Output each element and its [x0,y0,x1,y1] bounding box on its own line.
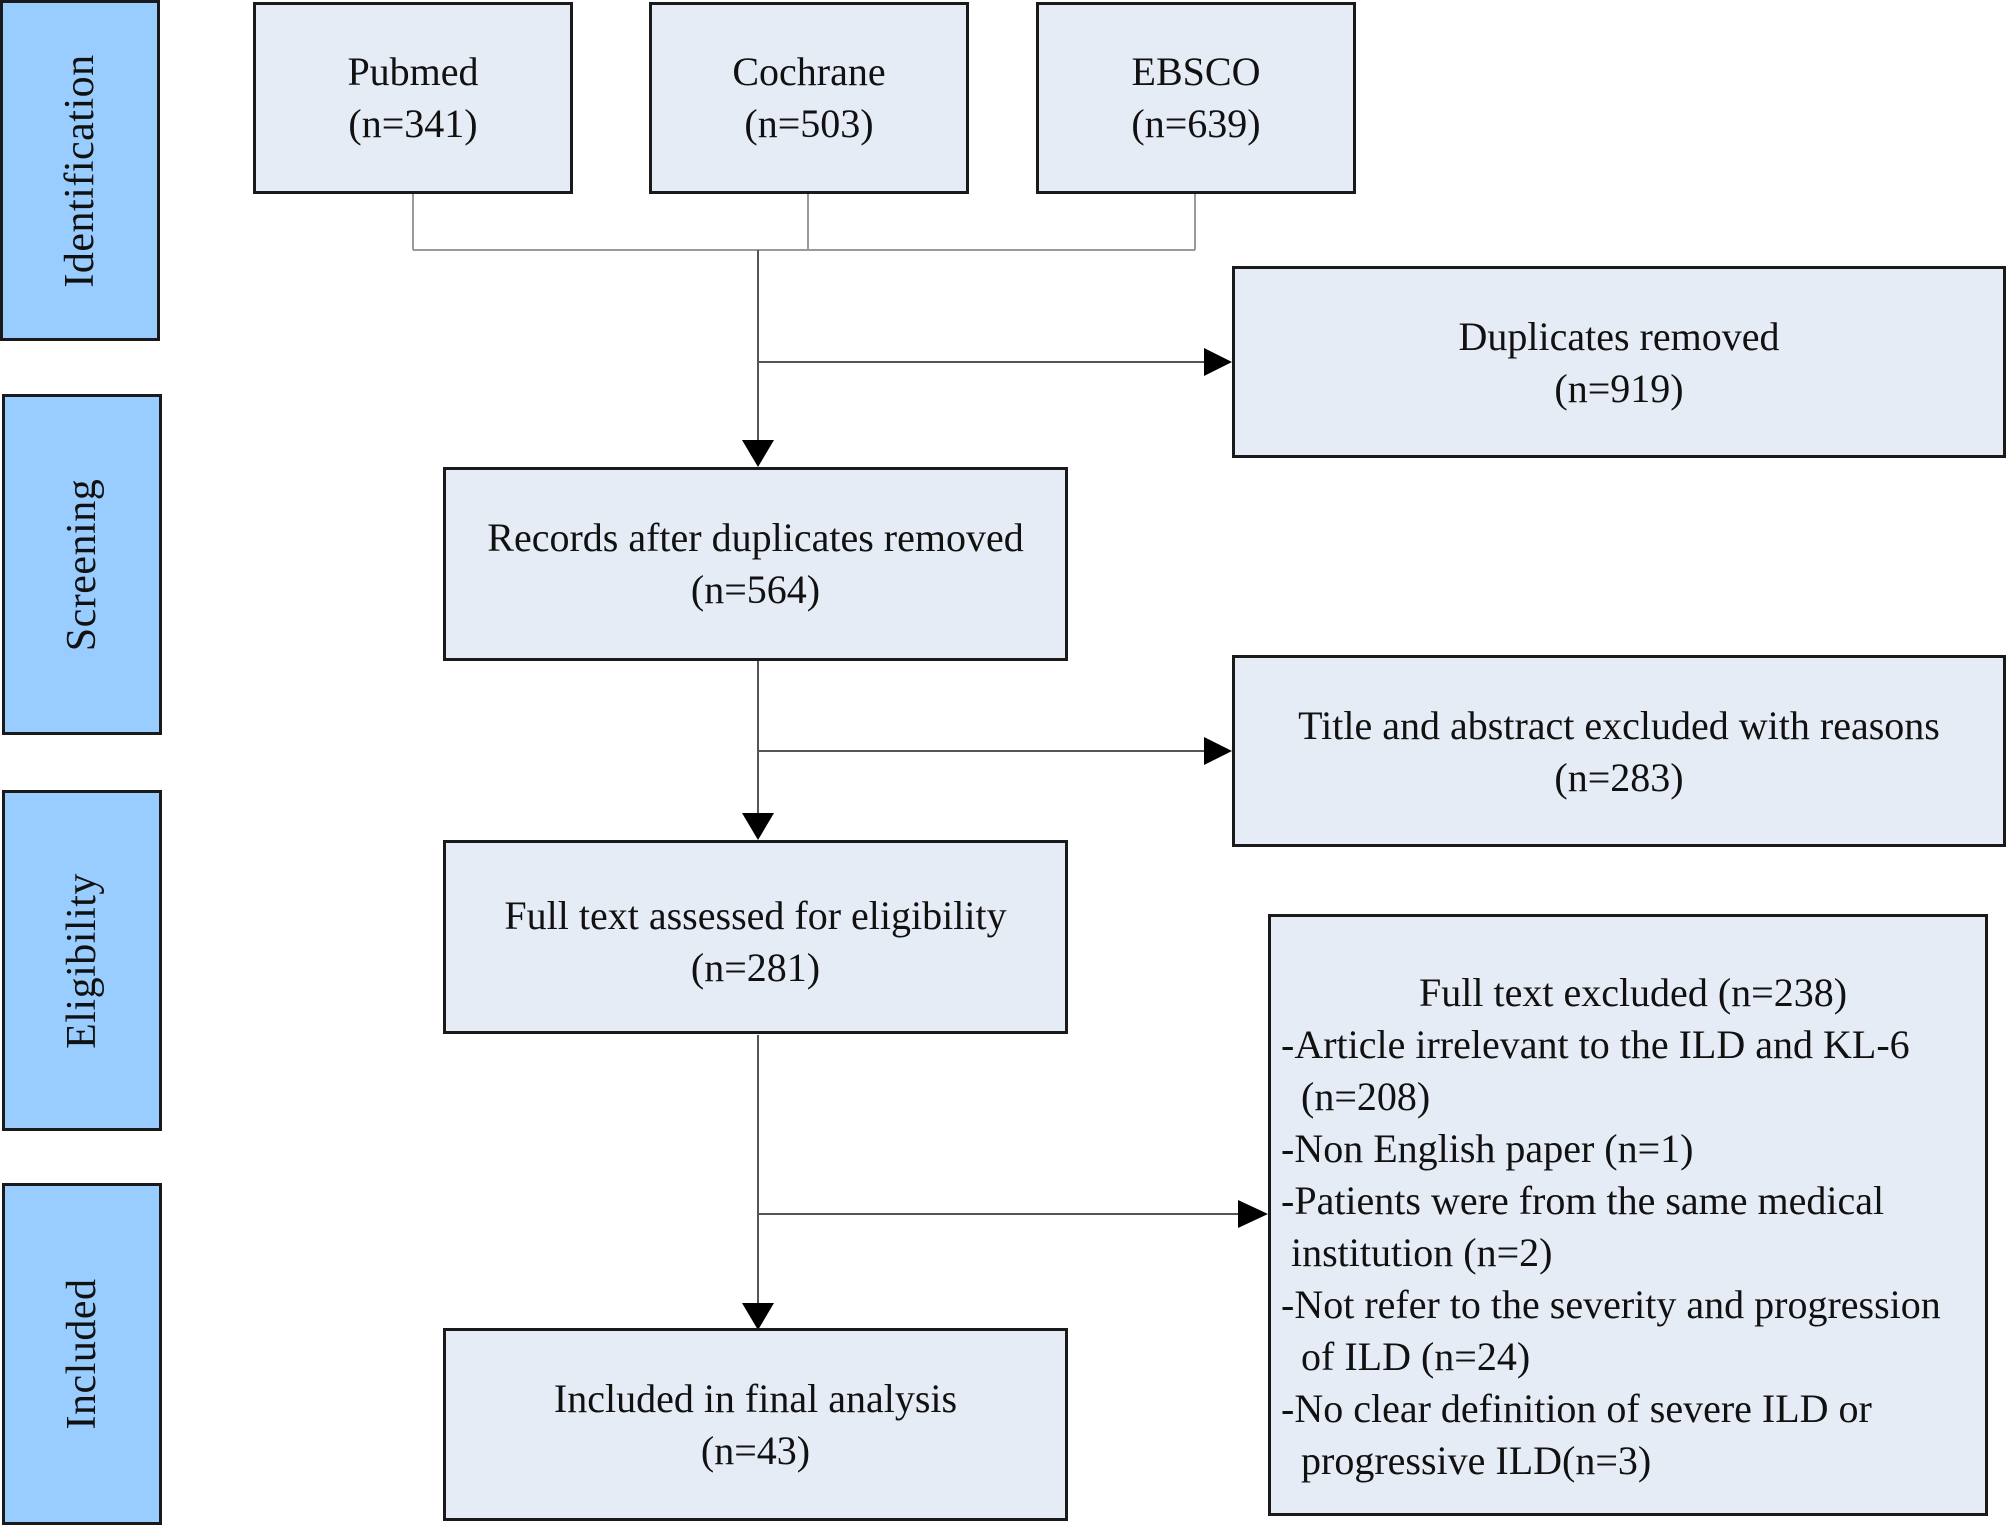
stage-screening: Screening [2,394,162,735]
arrow-to-title-abstract-icon [1204,737,1232,765]
title-abstract-excluded-title: Title and abstract excluded with reasons [1298,703,1940,748]
duplicates-removed-title: Duplicates removed [1458,314,1780,359]
stage-included: Included [2,1183,162,1525]
source-count: (n=639) [1131,101,1261,146]
stage-eligibility: Eligibility [2,790,162,1131]
included-final-title: Included in final analysis [553,1375,958,1421]
exclusion-reason: -No clear definition of severe ILD or [1281,1386,1872,1431]
source-name: Pubmed [347,49,479,94]
source-name: EBSCO [1131,49,1261,94]
exclusion-reason: -Non English paper (n=1) [1281,1126,1694,1171]
records-after-duplicates-count: (n=564) [690,567,821,612]
full-text-excluded-title: Full text excluded (n=238) [1418,970,1848,1015]
records-after-duplicates-title: Records after duplicates removed [487,515,1024,560]
source-name: Cochrane [732,49,886,94]
arrow-to-included-icon [742,1303,774,1330]
exclusion-reason: -Not refer to the severity and progressi… [1281,1282,1941,1327]
source-box-cochrane: Cochrane (n=503) [649,2,969,194]
exclusion-reason-count: progressive ILD(n=3) [1301,1438,1652,1483]
exclusion-reason: -Article irrelevant to the ILD and KL-6 [1281,1022,1910,1067]
exclusion-reason: -Patients were from the same medical [1281,1178,1885,1223]
arrow-to-records-icon [742,440,774,467]
full-text-assessed-title: Full text assessed for eligibility [504,893,1007,938]
source-merge-lines [412,192,1196,251]
arrow-to-duplicates-icon [1204,348,1232,376]
duplicates-removed-count: (n=919) [1554,366,1684,411]
included-final-box: Included in final analysis (n=43) [443,1328,1068,1521]
exclusion-reason-count: of ILD (n=24) [1301,1334,1531,1379]
source-count: (n=503) [744,101,874,146]
full-text-excluded-box: Full text excluded (n=238) -Article irre… [1268,914,1988,1516]
source-box-ebsco: EBSCO (n=639) [1036,2,1356,194]
included-final-count: (n=43) [700,1427,811,1473]
arrow-to-full-text-excluded-icon [1238,1200,1268,1228]
exclusion-reason-count: institution (n=2) [1291,1230,1553,1275]
exclusion-reason-count: (n=208) [1301,1074,1431,1119]
title-abstract-excluded-count: (n=283) [1554,755,1684,800]
full-text-assessed-box: Full text assessed for eligibility (n=28… [443,840,1068,1034]
source-box-pubmed: Pubmed (n=341) [253,2,573,194]
full-text-assessed-count: (n=281) [690,945,821,990]
source-count: (n=341) [348,101,478,146]
duplicates-removed-box: Duplicates removed (n=919) [1232,266,2006,458]
stage-identification: Identification [0,0,160,341]
arrow-to-full-text-icon [742,813,774,840]
title-abstract-excluded-box: Title and abstract excluded with reasons… [1232,655,2006,847]
records-after-duplicates-box: Records after duplicates removed (n=564) [443,467,1068,661]
